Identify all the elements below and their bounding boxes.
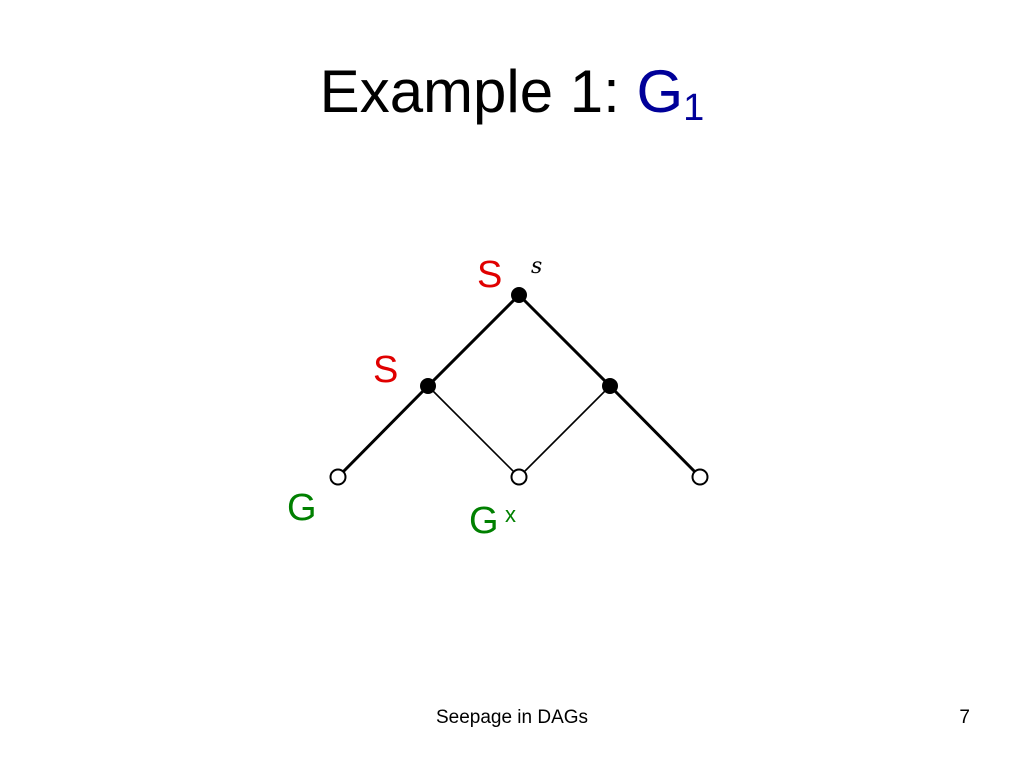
title-graph: G1 bbox=[636, 58, 705, 128]
page-number: 7 bbox=[959, 707, 970, 728]
footer-title: Seepage in DAGs bbox=[435, 707, 589, 728]
node-top bbox=[511, 287, 527, 303]
label-top-S: S bbox=[477, 254, 502, 296]
slide-title: Example 1: G1 bbox=[0, 62, 1024, 128]
edge-top-to-right bbox=[517, 293, 612, 388]
node-left bbox=[420, 378, 436, 394]
label-center-G: G bbox=[469, 500, 499, 542]
label-center-x: x bbox=[505, 502, 516, 527]
edge-left-to-bottom-left bbox=[336, 384, 430, 479]
node-bottom-center bbox=[510, 468, 528, 486]
label-left-S: S bbox=[373, 349, 398, 391]
node-label-s: s bbox=[531, 254, 542, 279]
title-graph-subscript: 1 bbox=[683, 87, 705, 129]
label-left-G: G bbox=[287, 487, 317, 529]
edge-left-to-bottom-center bbox=[427, 385, 520, 478]
title-graph-letter: G bbox=[636, 58, 684, 125]
title-prefix: Example 1: bbox=[319, 58, 637, 125]
edge-right-to-bottom-center bbox=[518, 385, 611, 478]
node-right bbox=[602, 378, 618, 394]
edge-top-to-left bbox=[426, 293, 521, 388]
node-bottom-left bbox=[329, 468, 347, 486]
node-bottom-right bbox=[691, 468, 709, 486]
edge-right-to-bottom-right bbox=[608, 384, 702, 479]
